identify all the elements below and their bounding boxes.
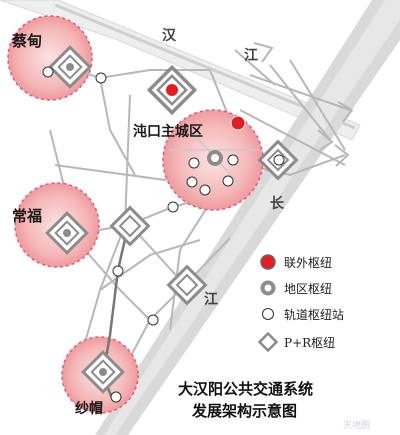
rail-station: [42, 66, 54, 78]
title-line-1: 大汉阳公共交通系统: [178, 380, 314, 398]
district-label-hankou: 沌口主城区: [133, 124, 203, 140]
gray-ring-changfu: [63, 229, 71, 237]
river-label-chang: 长: [270, 196, 284, 212]
road-network: [49, 49, 351, 381]
legend-row-external-hub: 联外枢纽: [258, 252, 388, 272]
pr-diamond-center: [109, 205, 151, 247]
title-line-2: 发展架构示意图: [192, 402, 298, 420]
legend-label: 联外枢纽: [284, 256, 333, 270]
rail-station: [112, 265, 124, 277]
watermark: 天地图: [343, 421, 371, 431]
district-label-changfu: 常福: [12, 207, 43, 225]
red-hub-hankou: [230, 115, 246, 131]
red-hub-north: [166, 84, 178, 96]
rail-station: [188, 157, 200, 169]
rail-station: [273, 154, 285, 166]
rail-station: [222, 175, 234, 187]
gray-ring-shamao: [99, 368, 107, 376]
map-title: 大汉阳公共交通系统 发展架构示意图: [178, 378, 313, 422]
rail-station: [147, 314, 159, 326]
rail-stations: [42, 66, 285, 403]
river-label-jiang-top: 江: [244, 48, 258, 64]
district-label-caidian: 蔡甸: [12, 32, 43, 50]
rail-station: [95, 72, 107, 84]
legend-row-rail-station: 轨道枢纽站: [258, 304, 388, 324]
gray-ring-icon: [260, 280, 276, 296]
district-label-shamao: 纱帽: [75, 401, 103, 417]
legend-row-pr-hub: P+R枢纽: [258, 332, 388, 352]
legend-label: 轨道枢纽站: [284, 308, 345, 322]
rail-station: [110, 391, 122, 403]
gray-ring-caidian: [66, 63, 74, 71]
external-hubs: [166, 84, 246, 131]
river-label-han: 汉: [162, 28, 176, 44]
road-arrows: [253, 42, 354, 167]
gray-diamond-icon: [258, 332, 278, 352]
district-hubs: [63, 63, 223, 376]
pr-diamond-south: [166, 264, 208, 306]
rail-station: [227, 154, 239, 166]
white-circle-icon: [262, 308, 274, 320]
legend-label: 地区枢纽: [284, 282, 333, 296]
river-label-jiang-bottom: 江: [204, 292, 218, 308]
rail-station: [199, 184, 211, 196]
red-dot-icon: [260, 254, 276, 270]
rail-station: [186, 176, 198, 188]
legend-row-district-hub: 地区枢纽: [258, 278, 388, 298]
gray-ring-hankou: [207, 150, 223, 166]
legend-label: P+R枢纽: [284, 336, 336, 350]
rail-station: [167, 201, 179, 213]
yangtze-river-inner: [104, 0, 400, 435]
